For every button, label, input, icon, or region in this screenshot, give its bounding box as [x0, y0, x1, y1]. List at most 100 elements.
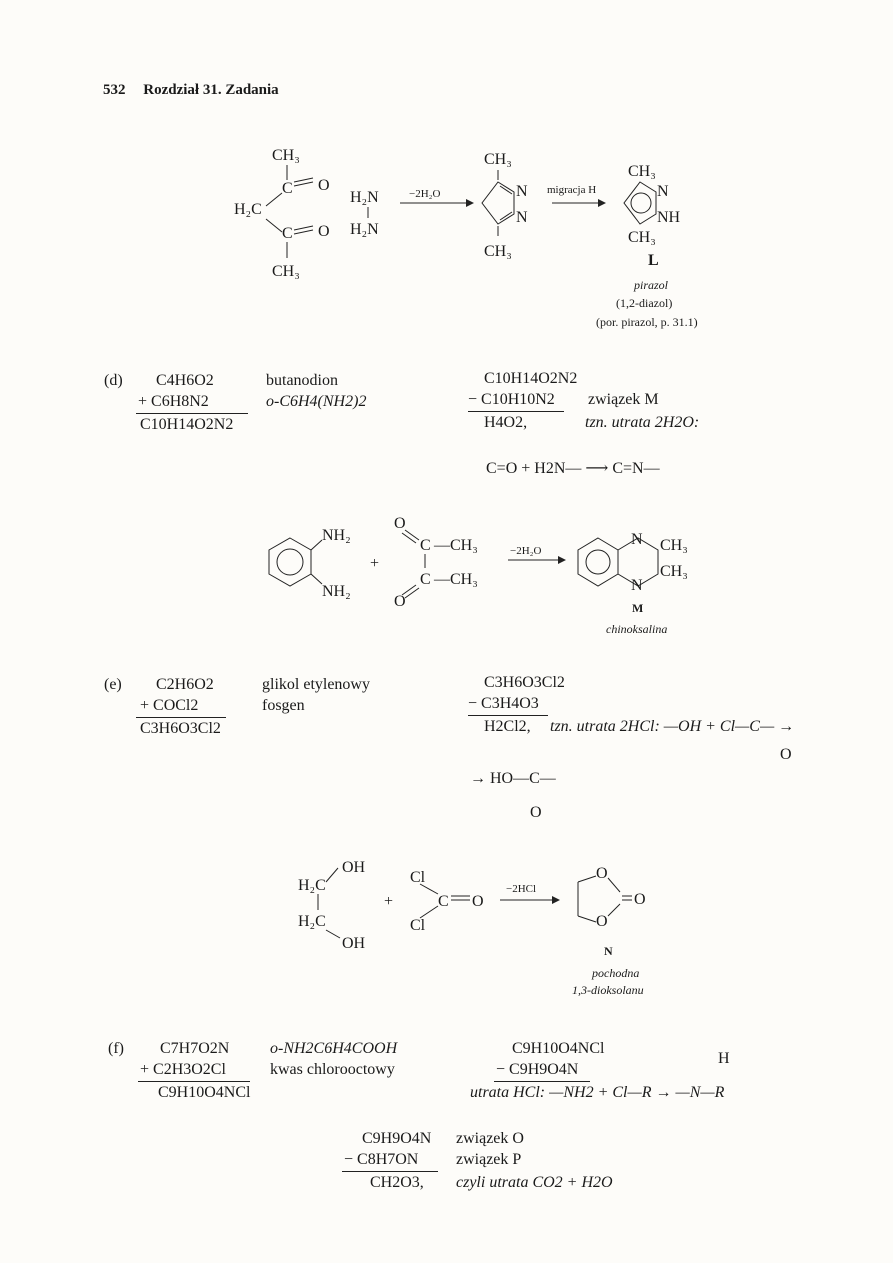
- e-diff-3: H2Cl2,: [484, 718, 531, 735]
- f-loss-note: utrata HCl: —NH2 + Cl—R → —N—R: [470, 1084, 725, 1101]
- d-diff-2: − C10H10N2: [468, 391, 555, 408]
- compound-l: L: [648, 252, 659, 269]
- e-formula-sum: C3H6O3Cl2: [140, 720, 221, 737]
- d-name-1: butanodion: [266, 372, 338, 389]
- d-formula-1: C4H6O2: [156, 372, 214, 389]
- f-formula-sum: C9H10O4NCl: [158, 1084, 251, 1101]
- compound-n: N: [604, 944, 613, 958]
- compound-m: M: [632, 601, 644, 615]
- d-compound-note: związek M: [588, 391, 659, 408]
- d-diff-3: H4O2,: [484, 414, 528, 431]
- arrow-label-1: −2H₂O: [409, 188, 440, 200]
- pyrazole-name: pirazol: [634, 278, 669, 292]
- reagent-o2: O: [318, 223, 330, 240]
- pyrazole-alt-name: (1,2-diazol): [616, 296, 673, 310]
- quinoxaline-ch3-2: CH₃: [660, 563, 688, 580]
- intermediate-ch3-top: CH₃: [484, 151, 512, 168]
- quinoxaline-scheme: NH₂ NH₂ + O C —CH₃ C —CH₃ O −2H₂O N N CH…: [268, 515, 688, 610]
- f-formula-1: C7H7O2N: [160, 1040, 230, 1057]
- e-diff-2: − C3H4O3: [468, 695, 539, 712]
- d-formula-2: + C6H8N2: [138, 393, 209, 410]
- e-formula-1: C2H6O2: [156, 676, 214, 693]
- quinoxaline-n2: N: [631, 577, 643, 594]
- section-e-label: (e): [104, 676, 122, 693]
- e-name-2: fosgen: [262, 697, 305, 714]
- d-loss-note: tzn. utrata 2H2O:: [585, 414, 700, 431]
- reagent-c2: C: [282, 225, 293, 242]
- e-loss-note: tzn. utrata 2HCl: —OH + Cl—C— →: [550, 718, 795, 735]
- diamine-nh2-bottom: NH₂: [322, 583, 351, 600]
- dione-o2: O: [394, 593, 406, 610]
- f-formula-2: + C2H3O2Cl: [140, 1061, 226, 1078]
- e-product-o: O: [530, 804, 542, 821]
- dioxolane-o1: O: [596, 865, 608, 882]
- f-diff2-1: C9H9O4N: [362, 1130, 432, 1147]
- dioxolane-carbonyl-o: O: [634, 891, 646, 908]
- pyrazole-n2: N: [657, 183, 669, 200]
- quinoxaline-ch3-1: CH₃: [660, 537, 688, 554]
- migration-label: migracja H: [547, 184, 596, 196]
- arrow-label-d: −2H₂O: [510, 545, 541, 557]
- e-product-line: → HO—C—: [470, 770, 556, 787]
- f-name-1: o-NH2C6H4COOH: [270, 1040, 398, 1057]
- pyrazole-ref: (por. pirazol, p. 31.1): [596, 315, 698, 329]
- e-diff-1: C3H6O3Cl2: [484, 674, 565, 691]
- e-name-1: glikol etylenowy: [262, 676, 370, 693]
- intermediate-n2: N: [516, 209, 528, 226]
- glycol-h2c-top: H₂C: [298, 877, 326, 894]
- dioxolane-name: pochodna: [592, 966, 640, 980]
- diamine-nh2-top: NH₂: [322, 527, 351, 544]
- dione-ch3-1: —CH₃: [433, 537, 478, 554]
- f-diff2-2: − C8H7ON: [344, 1151, 419, 1168]
- pyrazole-ch3-bottom: CH₃: [628, 229, 656, 246]
- d-diff-1: C10H14O2N2: [484, 370, 578, 387]
- intermediate-n1: N: [516, 183, 528, 200]
- f-name-2: kwas chlorooctowy: [270, 1061, 395, 1078]
- glycol-oh-bottom: OH: [342, 935, 366, 952]
- e-formula-2: + COCl2: [140, 697, 199, 714]
- pyrazole-ch3-top: CH₃: [628, 163, 656, 180]
- e-carbonyl-o: O: [780, 746, 792, 763]
- glycol-h2c-bottom: H₂C: [298, 913, 326, 930]
- quinoxaline-n1: N: [631, 531, 643, 548]
- f-diff2-3: CH2O3,: [370, 1174, 424, 1191]
- d-condensation: C=O + H2N— ⟶ C=N—: [486, 460, 660, 477]
- pyrazole-n1h: NH: [657, 209, 681, 226]
- chapter-title: Rozdział 31. Zadania: [143, 82, 279, 98]
- page-number: 532: [103, 82, 126, 98]
- phosgene-c: C: [438, 893, 449, 910]
- d-name-2: o-C6H4(NH2)2: [266, 393, 367, 410]
- phosgene-o: O: [472, 893, 484, 910]
- glycol-oh-top: OH: [342, 859, 366, 876]
- dione-c1: C: [420, 537, 431, 554]
- section-d-label: (d): [104, 372, 123, 389]
- plus-e: +: [384, 893, 393, 910]
- dione-c2: C: [420, 571, 431, 588]
- dione-o1: O: [394, 515, 406, 532]
- f-h-label: H: [718, 1050, 730, 1067]
- f-diff-1: C9H10O4NCl: [512, 1040, 605, 1057]
- reagent-ch3-top: CH₃: [272, 147, 300, 164]
- f-diff-2: − C9H9O4N: [496, 1061, 579, 1078]
- reagent-ch3-bottom: CH₃: [272, 263, 300, 280]
- phosgene-cl1: Cl: [410, 869, 426, 886]
- arrow-label-e: −2HCl: [506, 883, 536, 895]
- dioxolanone-scheme: OH H₂C H₂C OH + Cl C O Cl −2HCl O O O: [298, 859, 646, 952]
- quinoxaline-name: chinoksalina: [606, 622, 668, 636]
- f-note-o: związek O: [456, 1130, 524, 1147]
- intermediate-ch3-bottom: CH₃: [484, 243, 512, 260]
- plus-d: +: [370, 555, 379, 572]
- reagent-o1: O: [318, 177, 330, 194]
- f-note-p: związek P: [456, 1151, 522, 1168]
- phosgene-cl2: Cl: [410, 917, 426, 934]
- dioxolane-o2: O: [596, 913, 608, 930]
- section-f-label: (f): [108, 1040, 124, 1057]
- pyrazole-scheme: CH₃ C O H₂C C O CH₃ H₂N H₂N −2H₂O CH₃ N …: [234, 147, 681, 280]
- hydrazine-bottom: H₂N: [350, 221, 379, 238]
- d-formula-sum: C10H14O2N2: [140, 416, 234, 433]
- hydrazine-top: H₂N: [350, 189, 379, 206]
- dione-ch3-2: —CH₃: [433, 571, 478, 588]
- f-note-loss: czyli utrata CO2 + H2O: [456, 1174, 613, 1191]
- reagent-c1: C: [282, 180, 293, 197]
- reagent-h2c: H₂C: [234, 201, 262, 218]
